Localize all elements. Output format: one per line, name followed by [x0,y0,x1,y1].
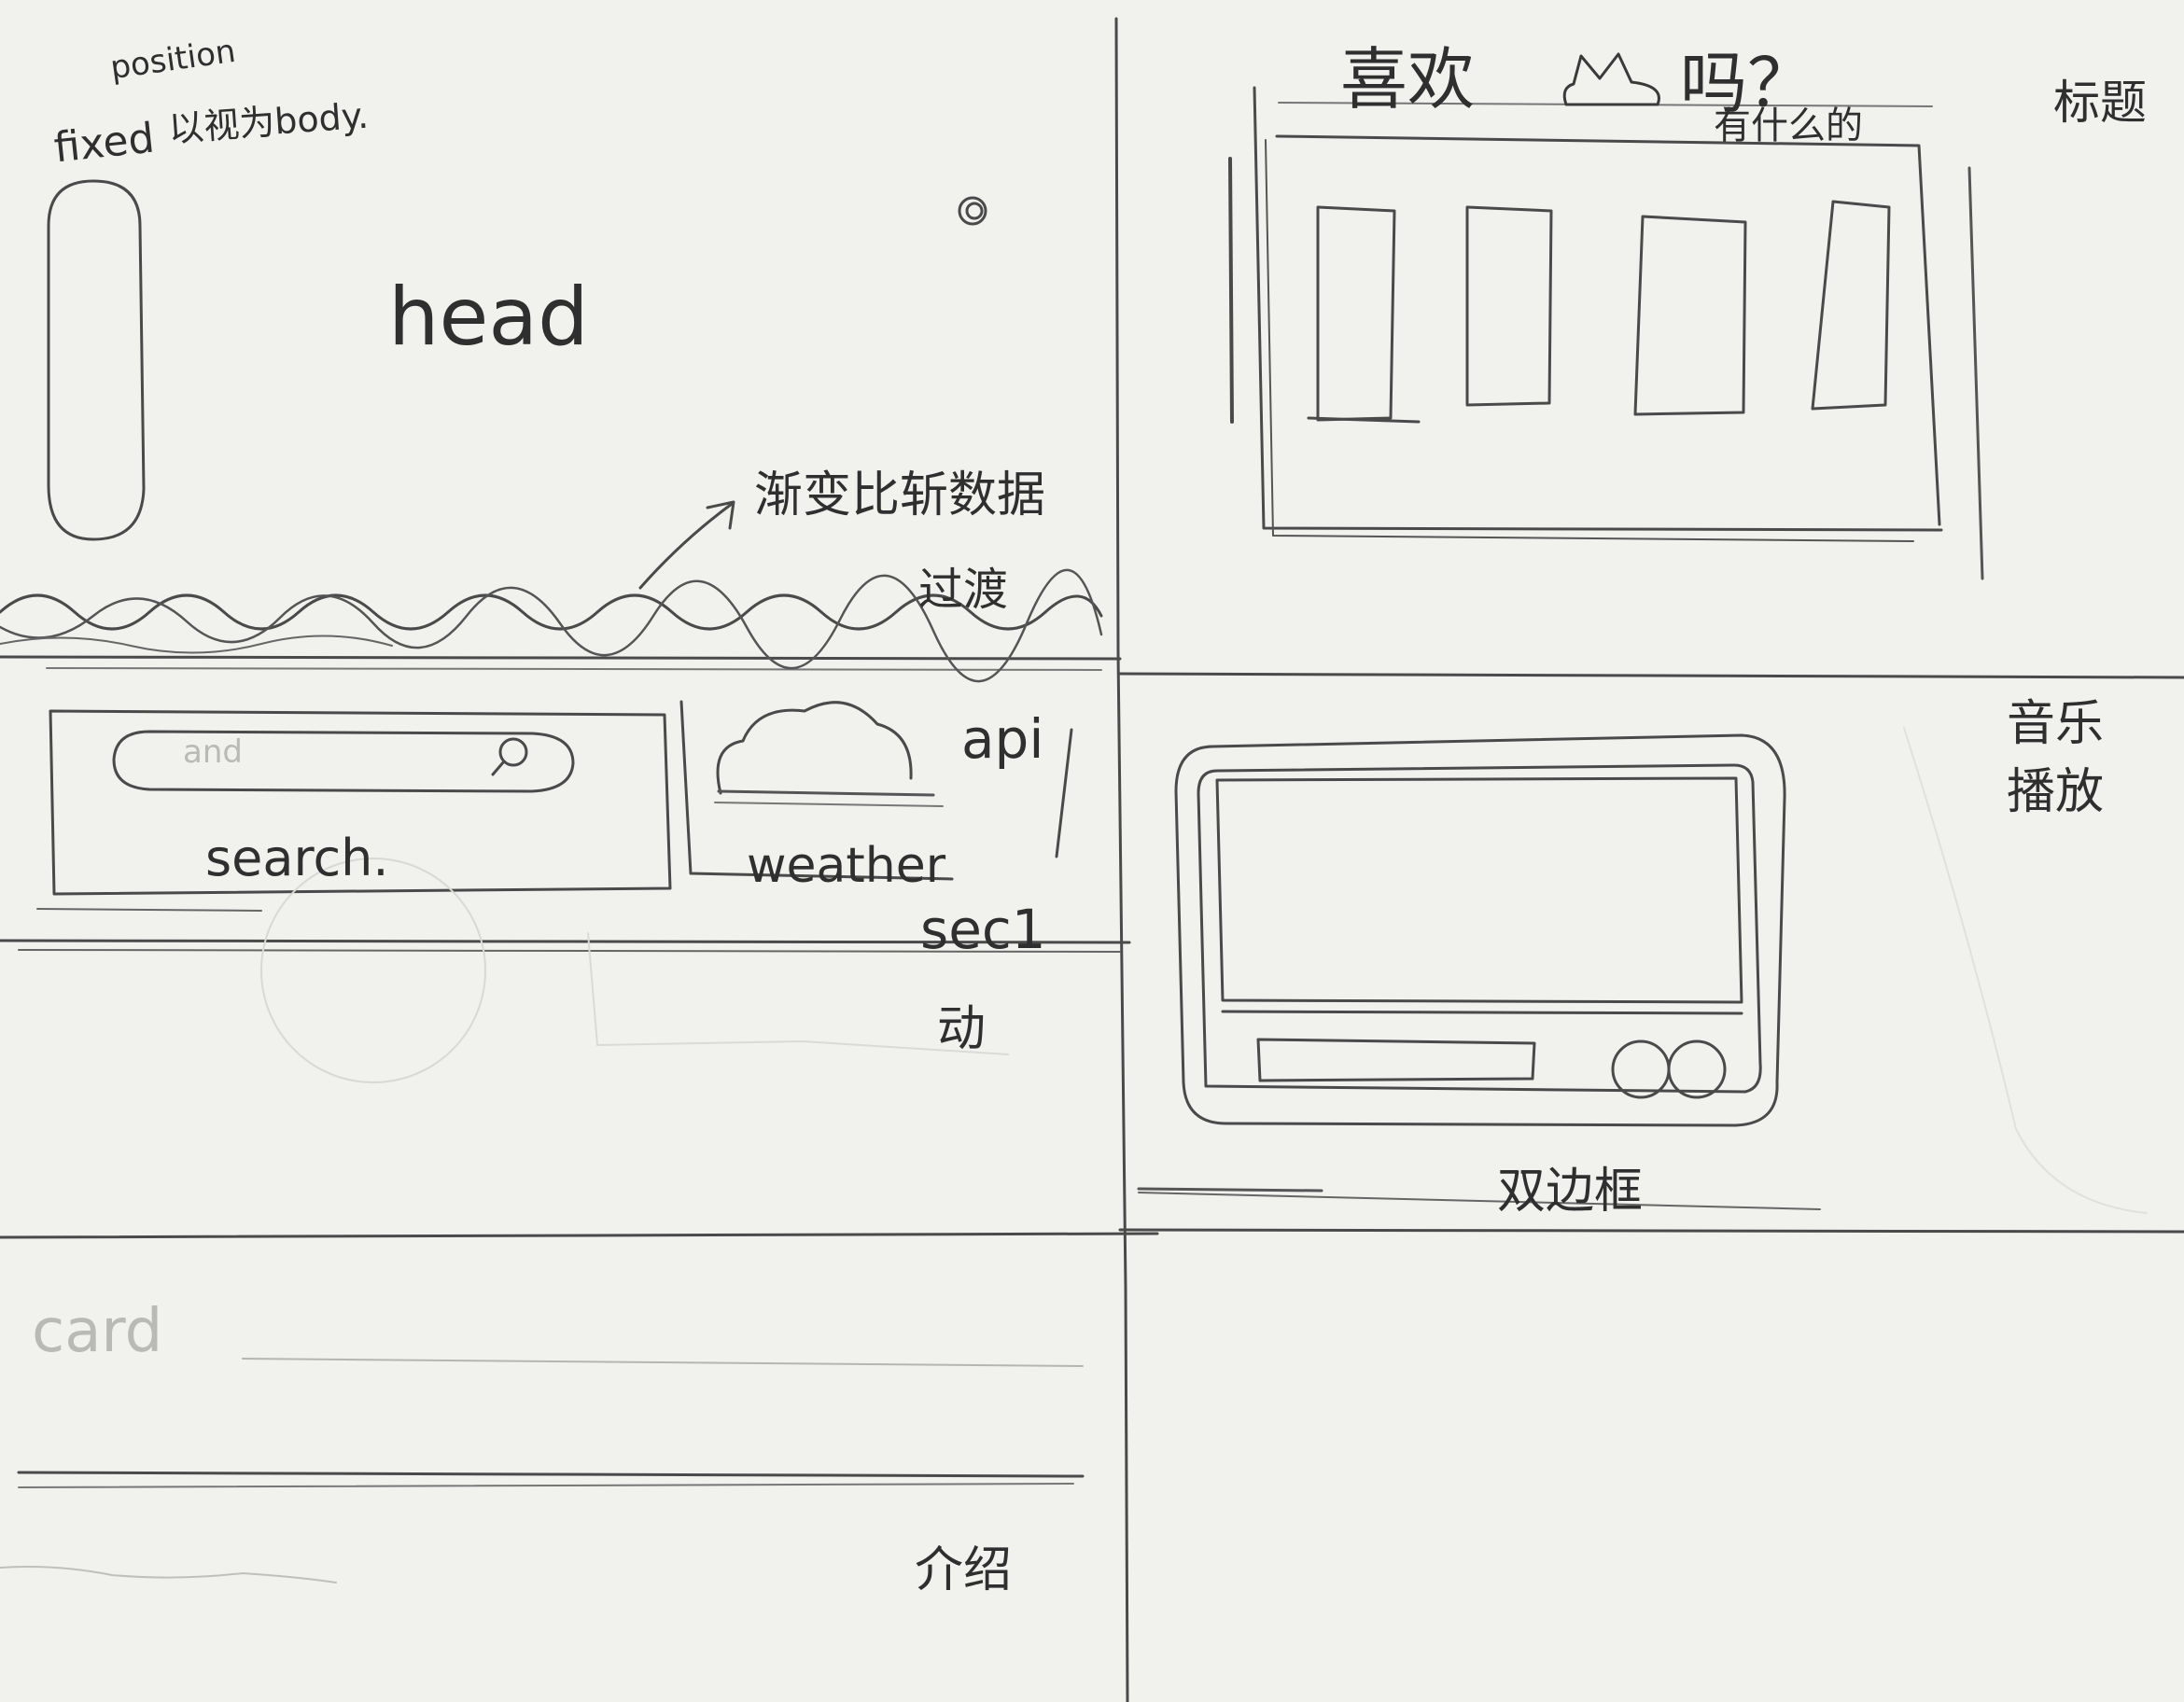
cat-icon [1562,52,1660,106]
section-label: sec1 [920,898,1046,961]
player-cover-area [1215,776,1743,1004]
search-label: search. [205,829,389,887]
api-label: api [961,707,1044,771]
player-inner-border [1197,763,1762,1094]
floating-dot [958,196,987,226]
transition-label: 过渡 [918,564,1009,616]
weather-card-frame [679,700,954,881]
column-divider [1114,17,1129,1702]
side-label-music-player: 音乐播放 [2007,696,2105,820]
carousel-card-4 [1811,200,1891,411]
card-carousel-outer-left [1253,86,1943,532]
footer-intro-label: 介绍 [915,1542,1013,1598]
play-button-icon [1611,1039,1671,1099]
section-bottom-line [0,939,1131,944]
head-label: head [388,271,589,364]
gradient-note: 渐变比斩数据 [754,467,1046,523]
carousel-card-3 [1633,215,1747,416]
weather-cloud-icon [716,701,913,795]
carousel-card-2 [1465,205,1553,407]
section-sub-label: 动 [937,1001,987,1057]
side-label-title: 标题 [2053,76,2147,130]
gradient-arrow [638,502,734,590]
next-button-icon [1667,1039,1727,1099]
search-card-frame [49,709,672,896]
player-caption: 双边框 [1497,1164,1644,1220]
favorites-title-suffix: 吗？ [1680,44,1815,122]
card-carousel-outer [1275,134,1941,526]
favorites-title: 喜欢 [1340,40,1476,119]
search-input-sketch [112,730,575,793]
fixed-pill-element [47,179,146,541]
player-progress-bar [1256,1038,1536,1082]
carousel-card-1 [1316,205,1396,422]
search-icon [498,737,528,767]
favorites-subtitle: 有什么的 [1714,105,1863,147]
row1-bottom-line [1118,672,2184,679]
search-placeholder[interactable]: and [183,733,243,771]
weather-label: weather [747,838,946,894]
card-top-line [0,1232,1159,1239]
head-bottom-line [0,655,1122,661]
card-label: card [32,1297,163,1366]
player-outer-border [1174,733,1786,1127]
wave-line-1 [0,593,1103,631]
card-bottom-line [17,1471,1085,1478]
